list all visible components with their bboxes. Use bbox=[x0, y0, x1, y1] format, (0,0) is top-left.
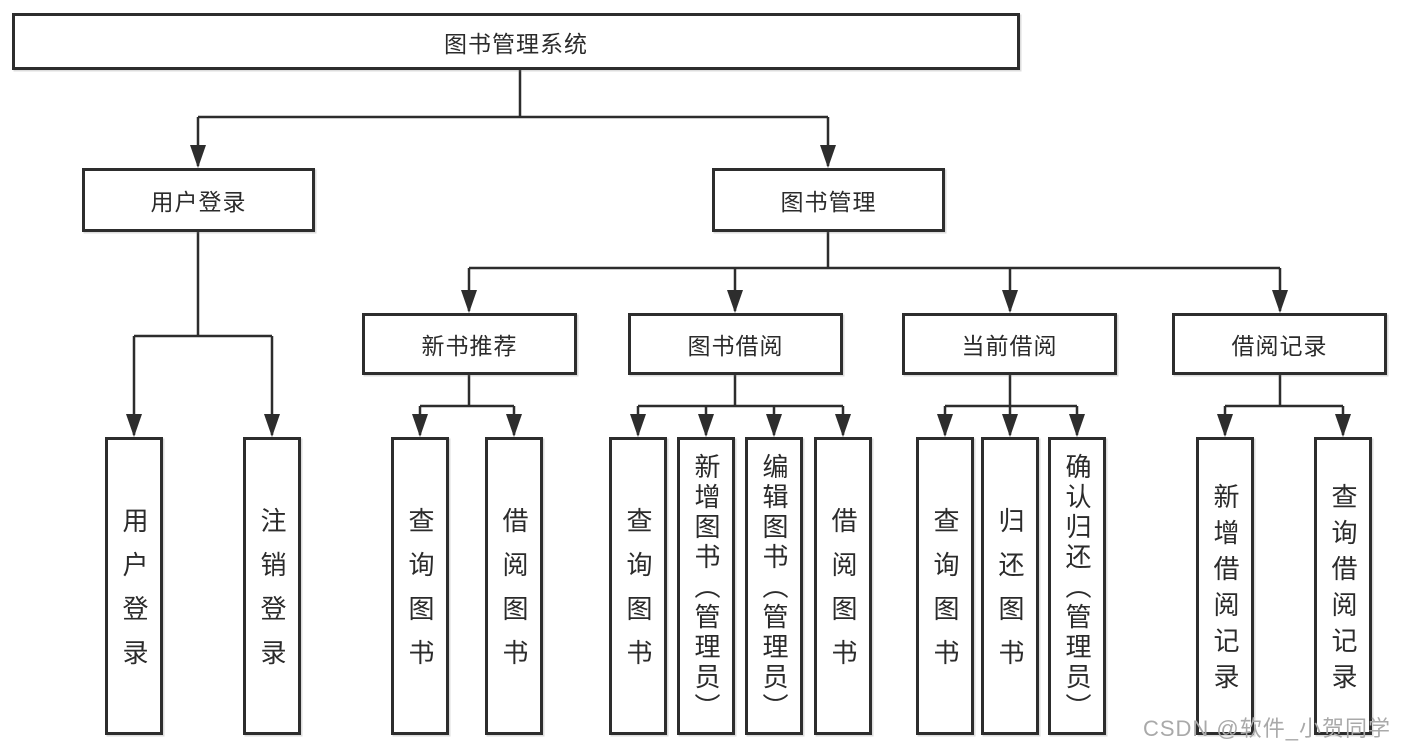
leaf-borrow-books-2: 借阅图书 bbox=[814, 437, 872, 735]
leaf-add-book-admin: 新增图书（管理员） bbox=[677, 437, 735, 735]
leaf-query-books-2: 查询图书 bbox=[609, 437, 667, 735]
leaf-return-book: 归还图书 bbox=[981, 437, 1039, 735]
node-current-borrowing: 当前借阅 bbox=[902, 313, 1117, 375]
leaf-confirm-return-admin: 确认归还（管理员） bbox=[1048, 437, 1106, 735]
leaf-edit-book-admin-label: 编辑图书（管理员） bbox=[759, 453, 789, 723]
node-current-borrowing-label: 当前借阅 bbox=[961, 333, 1058, 359]
leaf-confirm-return-admin-label: 确认归还（管理员） bbox=[1062, 453, 1092, 723]
leaf-query-books-1-label: 查询图书 bbox=[405, 507, 435, 683]
leaf-edit-book-admin: 编辑图书（管理员） bbox=[745, 437, 803, 735]
node-book-borrowing-label: 图书借阅 bbox=[687, 333, 784, 359]
leaf-add-book-admin-label: 新增图书（管理员） bbox=[691, 453, 721, 723]
node-user-login-label: 用户登录 bbox=[150, 189, 247, 215]
leaf-add-borrow-record-label: 新增借阅记录 bbox=[1210, 483, 1240, 699]
node-borrow-records-label: 借阅记录 bbox=[1231, 333, 1328, 359]
arrowheads bbox=[126, 145, 1351, 437]
leaf-logout-label: 注销登录 bbox=[257, 507, 287, 683]
node-root-label: 图书管理系统 bbox=[444, 30, 588, 57]
leaf-logout: 注销登录 bbox=[243, 437, 301, 735]
node-book-management-label: 图书管理 bbox=[780, 189, 877, 215]
node-new-book-recommend: 新书推荐 bbox=[362, 313, 577, 375]
node-root: 图书管理系统 bbox=[12, 13, 1020, 70]
leaf-borrow-books-1: 借阅图书 bbox=[485, 437, 543, 735]
node-book-borrowing: 图书借阅 bbox=[628, 313, 843, 375]
node-user-login: 用户登录 bbox=[82, 168, 315, 232]
node-borrow-records: 借阅记录 bbox=[1172, 313, 1387, 375]
leaf-query-books-1: 查询图书 bbox=[391, 437, 449, 735]
leaf-query-books-3: 查询图书 bbox=[916, 437, 974, 735]
node-new-book-recommend-label: 新书推荐 bbox=[421, 333, 518, 359]
leaf-borrow-books-2-label: 借阅图书 bbox=[828, 507, 858, 683]
leaf-query-books-2-label: 查询图书 bbox=[623, 507, 653, 683]
watermark: CSDN @软件_小贺同学 bbox=[1142, 716, 1391, 741]
leaf-query-borrow-record-label: 查询借阅记录 bbox=[1328, 483, 1358, 699]
leaf-query-borrow-record: 查询借阅记录 bbox=[1314, 437, 1372, 735]
leaf-user-login-label: 用户登录 bbox=[119, 507, 149, 683]
leaf-borrow-books-1-label: 借阅图书 bbox=[499, 507, 529, 683]
leaf-return-book-label: 归还图书 bbox=[995, 507, 1025, 683]
node-book-management: 图书管理 bbox=[712, 168, 945, 232]
leaf-user-login: 用户登录 bbox=[105, 437, 163, 735]
leaf-query-books-3-label: 查询图书 bbox=[930, 507, 960, 683]
leaf-add-borrow-record: 新增借阅记录 bbox=[1196, 437, 1254, 735]
